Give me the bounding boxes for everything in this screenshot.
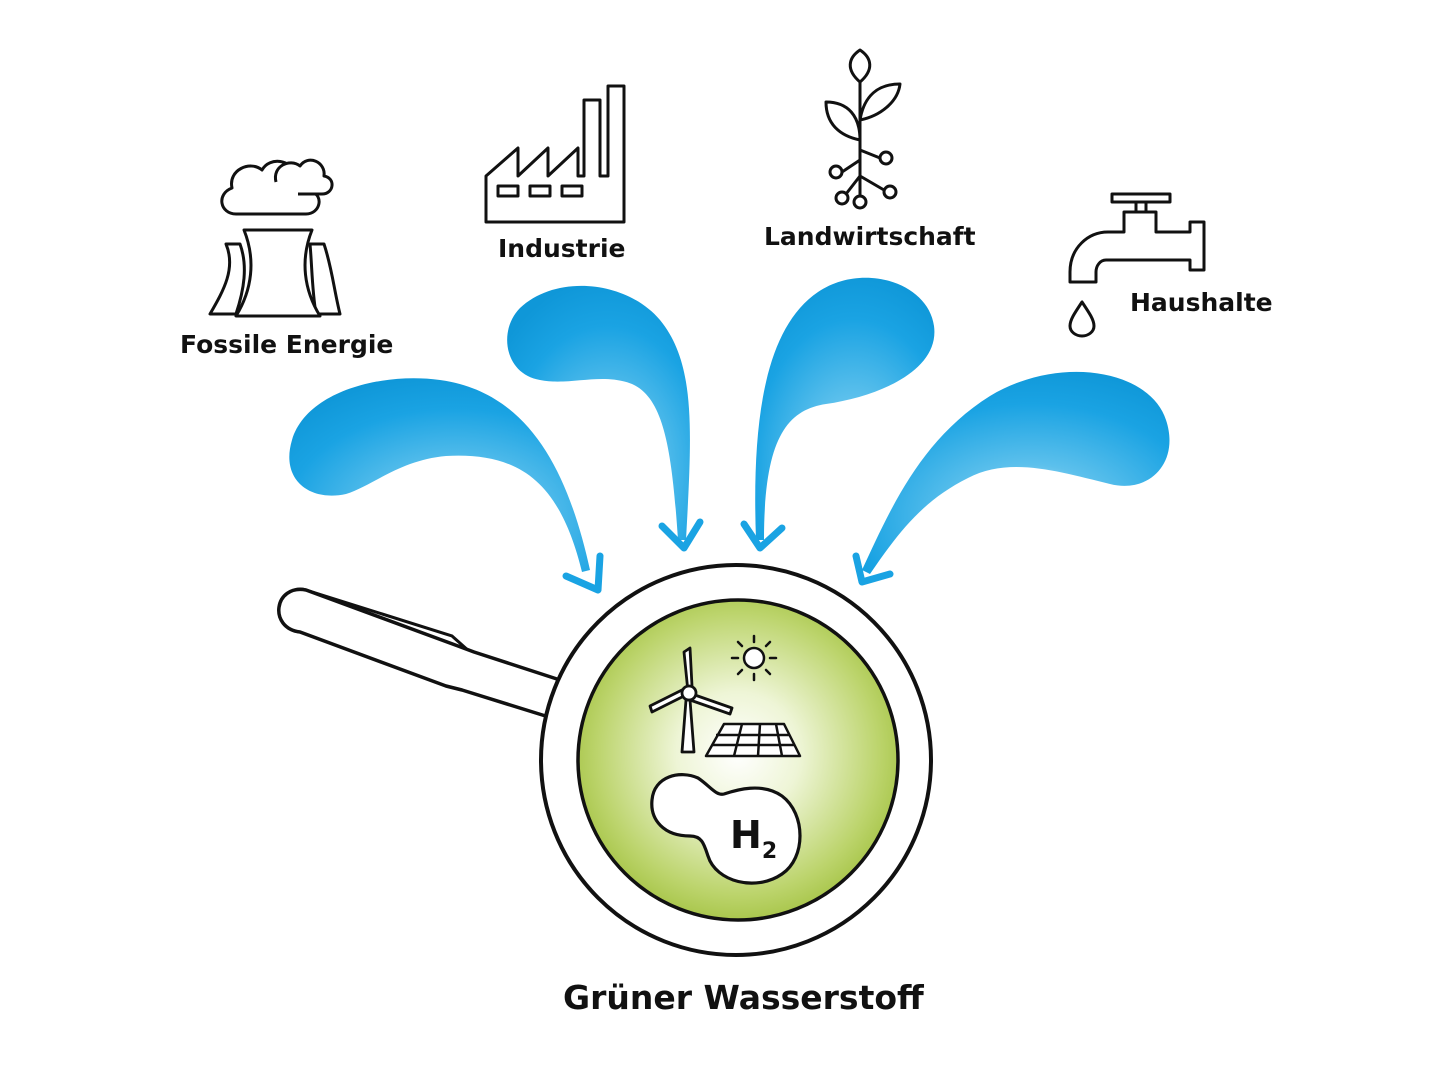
- h2-molecule-icon: H2: [650, 773, 802, 885]
- water-flow-haushalte: [852, 371, 1170, 586]
- water-flow-industrie: [507, 285, 704, 552]
- arrow-landwirtschaft: [740, 520, 786, 552]
- water-flow-fossil: [289, 378, 604, 594]
- solar-panel-icon: [704, 722, 802, 758]
- h2-symbol: H2: [730, 813, 777, 864]
- main-title: Grüner Wasserstoff: [563, 978, 924, 1017]
- water-tap-icon: [1068, 192, 1206, 338]
- arrow-fossil: [562, 552, 604, 594]
- sun-icon: [730, 634, 778, 682]
- magnifying-glass-icon: [277, 563, 933, 957]
- water-flow-landwirtschaft: [740, 277, 935, 552]
- cooling-tower-icon: [208, 158, 342, 318]
- label-industrie: Industrie: [498, 234, 626, 263]
- arrow-haushalte: [852, 552, 894, 586]
- label-fossile-energie: Fossile Energie: [180, 330, 394, 359]
- wind-turbine-icon: [648, 646, 734, 754]
- lens-green: [576, 598, 900, 922]
- factory-icon: [484, 84, 626, 224]
- plant-icon: [824, 48, 902, 210]
- label-landwirtschaft: Landwirtschaft: [764, 222, 976, 251]
- arrow-industrie: [658, 518, 704, 552]
- label-haushalte: Haushalte: [1130, 288, 1273, 317]
